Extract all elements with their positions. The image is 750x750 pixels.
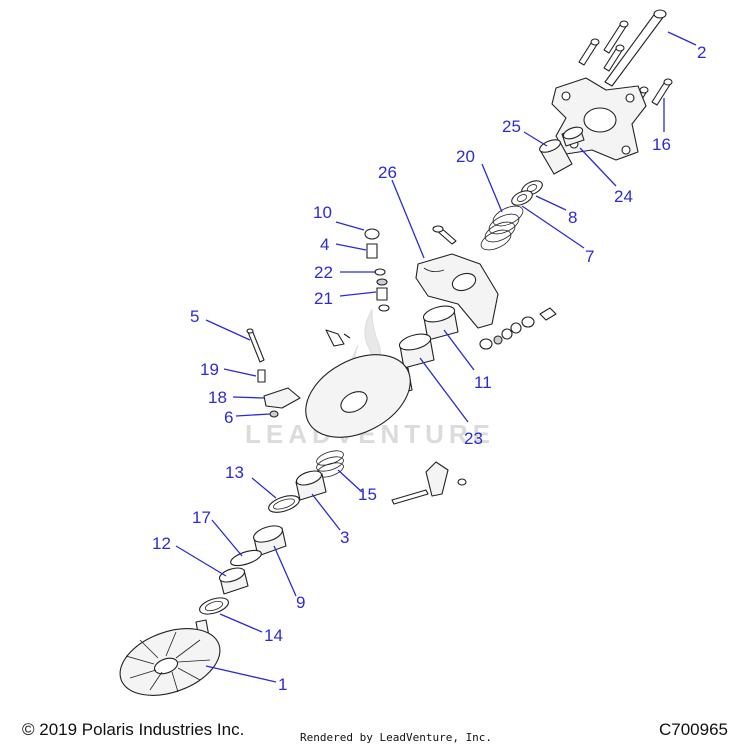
part-small-rollers <box>479 307 557 350</box>
callout-24: 24 <box>614 187 633 206</box>
part-spring-20 <box>480 205 524 251</box>
part-fixed-sheave <box>119 619 221 696</box>
part-weight-18 <box>263 387 301 409</box>
part-arm-weight <box>391 461 467 505</box>
callout-7: 7 <box>585 247 594 266</box>
callout-1: 1 <box>278 675 287 694</box>
diagram-id: C700965 <box>658 720 728 739</box>
part-long-bolt <box>604 9 667 87</box>
callout-21: 21 <box>314 289 333 308</box>
callout-12: 12 <box>152 534 171 553</box>
part-washer-6 <box>269 410 279 418</box>
leader-lines <box>175 31 697 683</box>
part-ring-17 <box>230 549 262 567</box>
part-moveable-sheave <box>305 329 413 438</box>
callout-13: 13 <box>225 463 244 482</box>
part-shaft-25 <box>539 139 573 175</box>
copyright-text: © 2019 Polaris Industries Inc. <box>22 720 245 739</box>
callout-14: 14 <box>264 626 283 645</box>
part-bushing-3 <box>295 470 327 501</box>
callout-6: 6 <box>224 408 233 427</box>
callouts: 2 16 25 24 20 8 7 26 10 4 22 21 11 23 5 … <box>152 43 706 694</box>
part-stack-10-4-22-21 <box>364 228 390 312</box>
part-pin-bolt <box>432 225 457 245</box>
part-cover-26 <box>415 253 499 329</box>
callout-19: 19 <box>200 360 219 379</box>
callout-5: 5 <box>190 307 199 326</box>
callout-10: 10 <box>313 203 332 222</box>
callout-9: 9 <box>296 593 305 612</box>
rendered-by-text: Rendered by LeadVenture, Inc. <box>300 731 493 744</box>
part-bushing-23 <box>398 333 435 369</box>
part-bushing-24 <box>561 126 585 147</box>
part-short-bolts <box>578 20 673 112</box>
part-bearing-9 <box>253 525 287 557</box>
part-sleeve-12 <box>218 567 249 595</box>
callout-11: 11 <box>474 373 492 392</box>
part-bushing-19 <box>257 369 266 383</box>
part-spider-plate <box>551 77 647 161</box>
callout-16: 16 <box>652 135 671 154</box>
callout-3: 3 <box>340 528 349 547</box>
part-ring-13 <box>268 495 300 513</box>
part-washers-7-8 <box>511 180 543 206</box>
callout-8: 8 <box>568 208 577 227</box>
callout-23: 23 <box>464 429 483 448</box>
callout-22: 22 <box>314 263 333 282</box>
callout-26: 26 <box>378 163 397 182</box>
callout-17: 17 <box>192 508 211 527</box>
callout-20: 20 <box>456 147 475 166</box>
part-pin-5 <box>246 328 265 363</box>
callout-18: 18 <box>208 388 227 407</box>
part-ring-14 <box>199 597 229 615</box>
callout-25: 25 <box>502 117 521 136</box>
callout-2: 2 <box>697 43 706 62</box>
callout-15: 15 <box>358 485 377 504</box>
part-bushing-11 <box>422 305 459 341</box>
callout-4: 4 <box>320 235 329 254</box>
